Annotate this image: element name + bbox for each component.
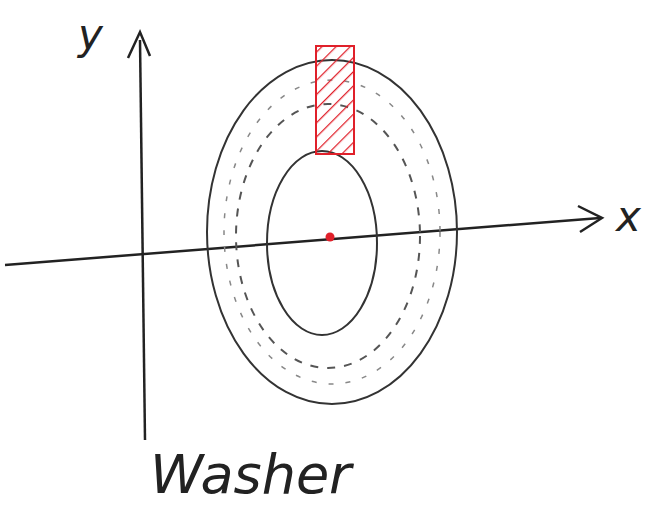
hatched-strip: [316, 46, 354, 154]
axis-label: y: [78, 14, 103, 56]
y-axis-arrowhead: [128, 32, 150, 58]
caption: Washer: [150, 448, 351, 502]
x-axis: [5, 218, 600, 265]
axis-label: x: [616, 196, 641, 238]
x-axis-arrowhead: [578, 206, 602, 232]
center-dot: [326, 233, 335, 242]
washer-inner-edge: [267, 151, 377, 335]
y-axis: [140, 40, 145, 440]
